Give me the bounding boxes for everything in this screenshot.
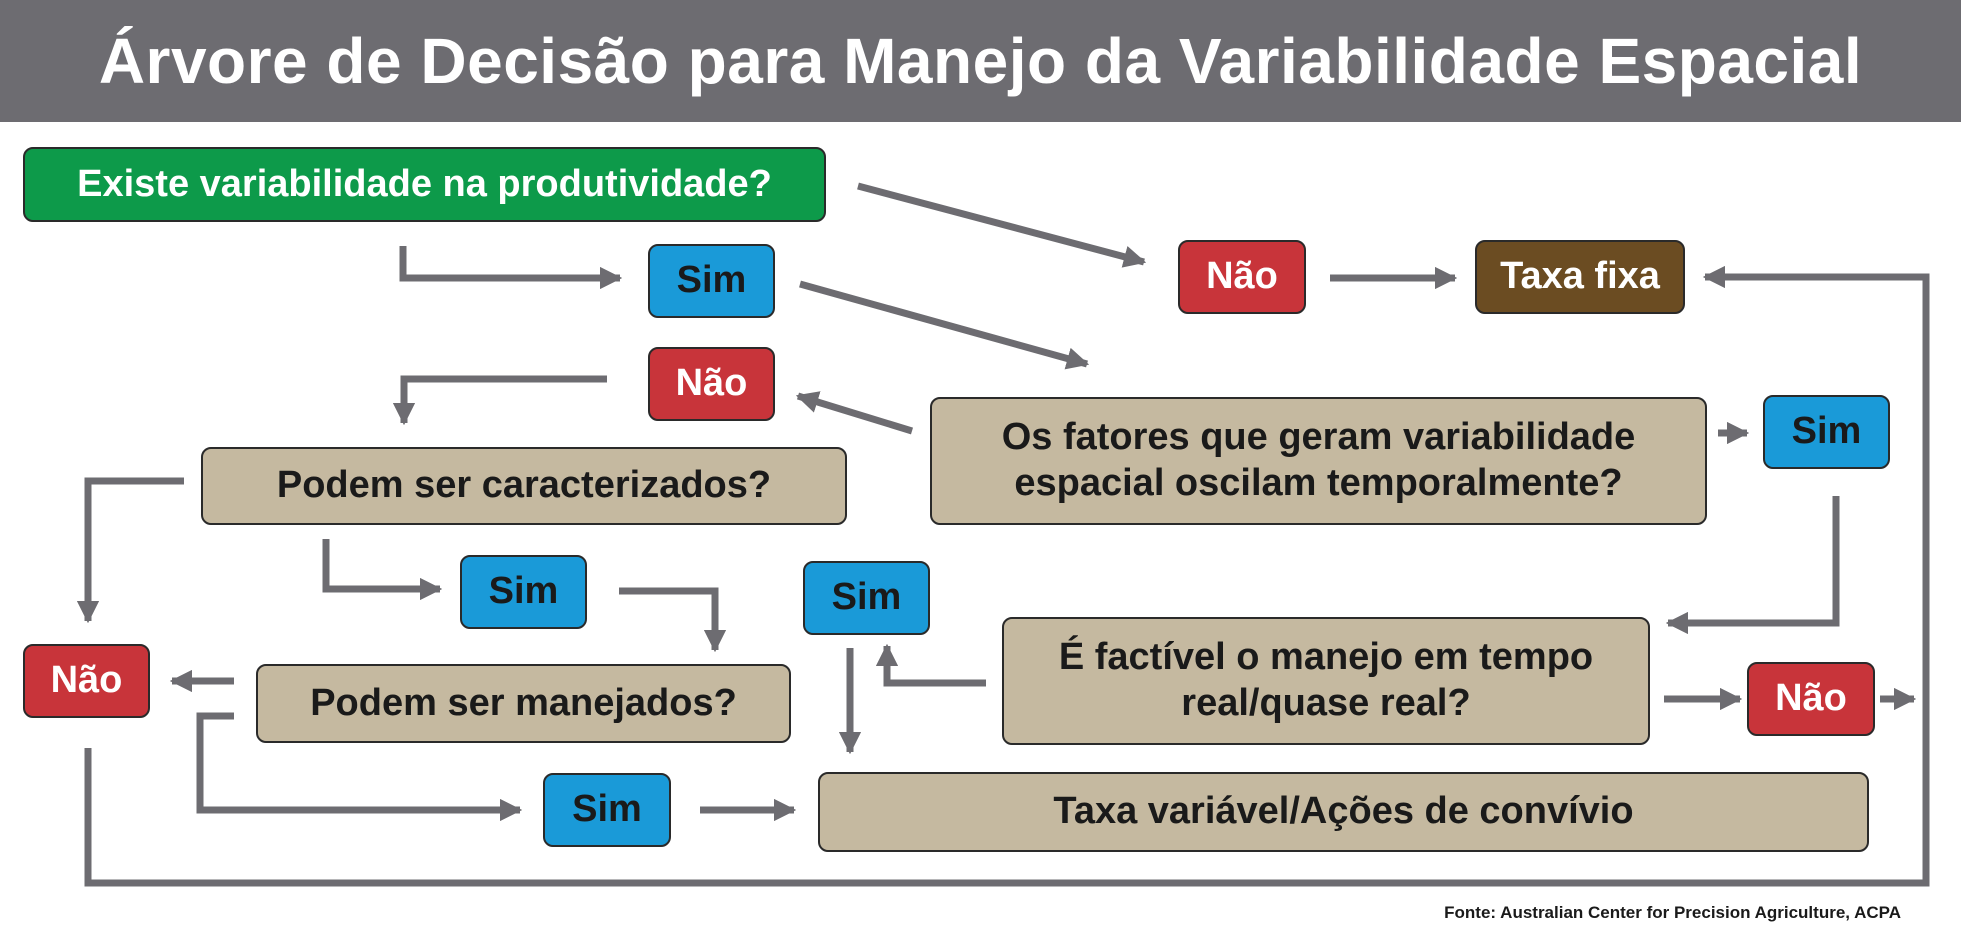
answer-nao-4: Não (23, 644, 150, 718)
arrow-question-to-sim1 (399, 246, 623, 290)
arrow-caracterizados-to-sim3 (322, 539, 443, 601)
result-taxa-variavel-text: Taxa variável/Ações de convívio (1053, 790, 1634, 833)
question-manejados: Podem ser manejados? (256, 664, 791, 743)
answer-sim-3-text: Sim (488, 570, 559, 613)
question-caracterizados-text: Podem ser caracterizados? (276, 464, 772, 507)
answer-nao-2-text: Não (675, 362, 748, 405)
arrow-manejados-to-sim5 (196, 712, 523, 822)
question-temporal: Os fatores que geram variabilidade espac… (930, 397, 1707, 525)
arrow-sim2-to-realtime (1665, 496, 1840, 635)
arrow-caracterizados-to-nao4 (76, 477, 184, 624)
answer-sim-2: Sim (1763, 395, 1890, 469)
answer-sim-4: Sim (803, 561, 930, 635)
arrow-nao2-to-caracterizados (392, 375, 607, 426)
answer-sim-2-text: Sim (1791, 410, 1862, 453)
answer-sim-5-text: Sim (572, 788, 642, 831)
answer-sim-1: Sim (648, 244, 775, 318)
header-bar: Árvore de Decisão para Manejo da Variabi… (0, 0, 1961, 122)
answer-sim-5: Sim (543, 773, 671, 847)
source-credit: Fonte: Australian Center for Precision A… (1444, 903, 1901, 922)
question-realtime: É factível o manejo em tempo real/quase … (1002, 617, 1650, 745)
diagram-title: Árvore de Decisão para Manejo da Variabi… (98, 25, 1863, 97)
arrow-question-to-nao1 (857, 182, 1147, 268)
question-realtime-line1: É factível o manejo em tempo (1058, 636, 1594, 679)
answer-nao-1-text: Não (1206, 255, 1278, 298)
arrow-realtime-to-sim4 (875, 643, 986, 687)
arrow-loop-to-taxafixa (84, 265, 1930, 887)
answer-nao-4-text: Não (50, 659, 123, 702)
arrow-sim3-to-manejados (619, 587, 727, 653)
question-variability: Existe variabilidade na produtividade? (23, 147, 826, 222)
answer-sim-1-text: Sim (676, 259, 747, 302)
answer-sim-3: Sim (460, 555, 587, 629)
answer-nao-3-text: Não (1775, 677, 1847, 720)
answer-nao-1: Não (1178, 240, 1306, 314)
arrow-sim1-to-temporal (799, 280, 1090, 370)
question-caracterizados: Podem ser caracterizados? (201, 447, 847, 525)
arrow-temporal-to-nao2 (795, 391, 914, 435)
answer-nao-2: Não (648, 347, 775, 421)
result-taxa-fixa-text: Taxa fixa (1500, 255, 1660, 298)
question-temporal-line2: espacial oscilam temporalmente? (1014, 462, 1623, 504)
answer-nao-3: Não (1747, 662, 1875, 736)
question-variability-text: Existe variabilidade na produtividade? (77, 162, 772, 205)
result-taxa-fixa: Taxa fixa (1475, 240, 1685, 314)
question-realtime-line2: real/quase real? (1181, 682, 1471, 724)
question-temporal-line1: Os fatores que geram variabilidade (1001, 416, 1636, 459)
question-manejados-text: Podem ser manejados? (310, 681, 737, 724)
answer-sim-4-text: Sim (831, 576, 902, 619)
result-taxa-variavel: Taxa variável/Ações de convívio (818, 772, 1869, 852)
